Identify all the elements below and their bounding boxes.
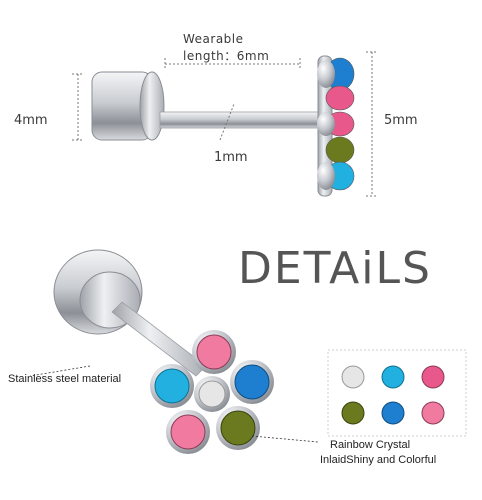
height-left-label: 4mm	[14, 113, 48, 128]
crystal-callout-line2: InlaidShiny and Colorful	[320, 454, 437, 466]
crystal-flower	[150, 330, 274, 454]
dimension-lines	[72, 51, 378, 197]
crystal-swatch-grid	[327, 349, 467, 437]
height-right-label: 5mm	[384, 113, 418, 128]
front-view-earring	[53, 249, 274, 454]
side-view-earring	[91, 55, 355, 197]
steel-callout: Stainless steel material	[8, 373, 122, 385]
crystal-callout-line1: Rainbow Crystal	[330, 439, 411, 451]
details-heading: DETAiLS	[238, 243, 432, 294]
wearable-label: Wearable	[183, 32, 244, 46]
bar-diameter-label: 1mm	[214, 150, 248, 165]
wearable-length-label: length：6mm	[183, 49, 270, 63]
callout-lines	[29, 365, 319, 443]
